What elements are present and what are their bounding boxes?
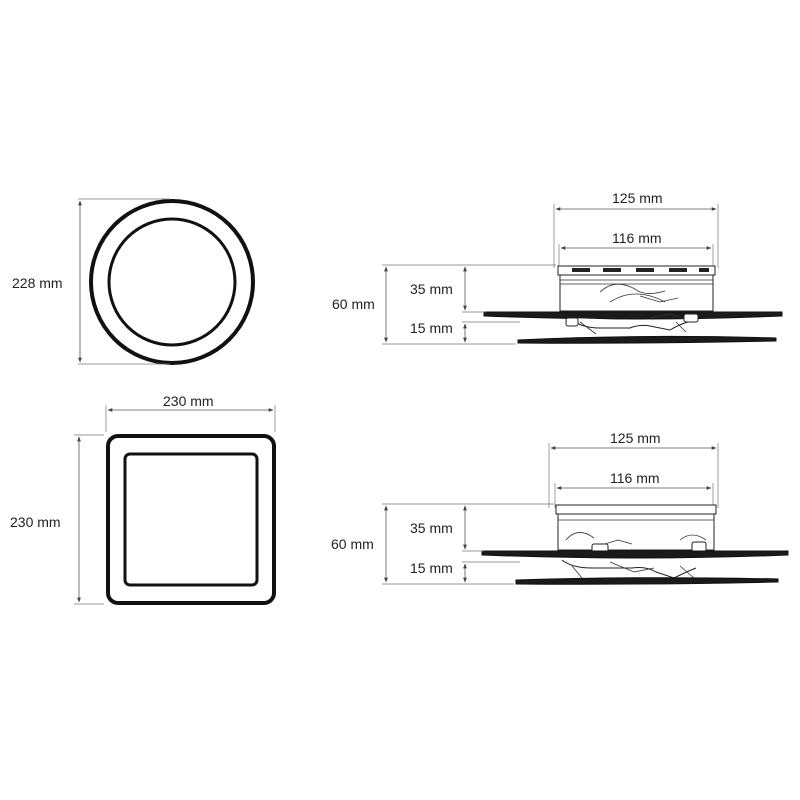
side2-inner-width-label: 116 mm [610, 470, 660, 486]
side2-clip [561, 559, 697, 579]
side2-flange [481, 550, 789, 559]
side-view-square: 125 mm 116 mm 60 mm 35 mm 15 mm [331, 430, 789, 585]
side2-bottom-plate [515, 577, 779, 585]
side1-inner-width-label: 116 mm [612, 230, 662, 246]
side1-upper-height-label: 35 mm [410, 281, 453, 297]
side2-total-height-label: 60 mm [331, 536, 374, 552]
side1-lower-height-label: 15 mm [410, 320, 453, 336]
round-inner-ring [107, 217, 237, 347]
square-front-view: 230 mm 230 mm [10, 393, 276, 605]
round-outer-ring [89, 199, 255, 365]
side2-lower-height-label: 15 mm [410, 560, 453, 576]
side2-housing [557, 513, 715, 551]
round-height-label: 228 mm [12, 275, 63, 291]
round-front-view: 228 mm [12, 198, 255, 365]
side1-flange [483, 311, 783, 320]
square-height-label: 230 mm [10, 514, 61, 530]
side1-clip-left [569, 317, 689, 331]
square-inner-frame [123, 452, 259, 587]
side1-total-height-label: 60 mm [332, 296, 375, 312]
square-width-label: 230 mm [163, 393, 214, 409]
side2-upper-height-label: 35 mm [410, 520, 453, 536]
side1-housing [559, 274, 714, 312]
side1-rim-slots [572, 268, 709, 272]
side-view-round: 125 mm 116 mm 60 mm [332, 190, 783, 345]
side1-outer-width-label: 125 mm [612, 190, 663, 206]
square-outer-frame [106, 434, 276, 605]
side2-top-rim [555, 504, 717, 515]
side2-outer-width-label: 125 mm [610, 430, 661, 446]
side1-bottom-plate [517, 335, 777, 344]
